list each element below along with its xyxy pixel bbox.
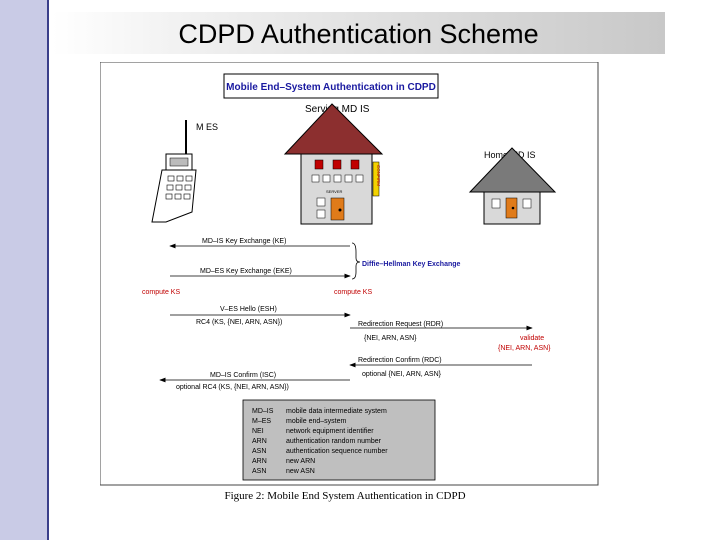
legend-desc: authentication random number [286,438,382,445]
legend-desc: mobile data intermediate system [286,408,387,415]
legend-desc: new ASN [286,468,315,475]
msg-rdr: Redirection Request (RDR) [358,321,443,328]
compute-ks-left: compute KS [142,289,180,296]
serving-mdis-house-icon [283,103,384,225]
validate-payload: {NEI, ARN, ASN} [498,345,551,352]
confirm-tag: CONFIRM [376,165,381,186]
msg-esh-payload: RC4 (KS, {NEI, ARN, ASN}) [196,319,282,326]
msg-isc: MD–IS Confirm (ISC) [210,372,276,379]
dh-label: Diffie–Hellman Key Exchange [362,261,461,268]
server-tag: SERVER [326,189,342,194]
legend: MD–IS mobile data intermediate system M–… [252,408,388,475]
legend-abbr: ASN [252,448,266,455]
title-band [52,12,665,54]
msg-rdc-payload: optional {NEI, ARN, ASN} [362,371,442,378]
left-accent-bar [0,0,47,540]
compute-ks-right: compute KS [334,289,372,296]
dh-brace [351,242,361,280]
legend-abbr: ARN [252,458,267,465]
msg-rdr-payload: {NEI, ARN, ASN} [364,335,417,342]
msg-rdc: Redirection Confirm (RDC) [358,357,442,364]
slide-title: CDPD Authentication Scheme [178,19,539,49]
legend-abbr: NEI [252,428,264,435]
validate-label: validate [520,335,544,342]
home-mdis-house-icon [468,147,557,225]
figure-header: Mobile End–System Authentication in CDPD [226,82,436,93]
msg-isc-payload: optional RC4 (KS, {NEI, ARN, ASN}) [176,384,289,391]
legend-desc: network equipment identifier [286,428,374,435]
legend-abbr: ARN [252,438,267,445]
mes-label: M ES [196,122,218,132]
legend-abbr: M–ES [252,418,271,425]
mobile-phone-icon [151,120,197,223]
authentication-diagram: Mobile End–System Authentication in CDPD… [99,61,600,492]
figure-header-box [223,73,439,99]
left-accent-line [47,0,49,540]
legend-abbr: ASN [252,468,266,475]
legend-desc: new ARN [286,458,315,465]
legend-box [242,399,436,481]
legend-desc: mobile end–system [286,418,346,425]
legend-desc: authentication sequence number [286,448,388,455]
figure-caption: Figure 2: Mobile End System Authenticati… [224,490,466,502]
msg-es-key-exchange: MD–ES Key Exchange (EKE) [200,268,292,275]
legend-abbr: MD–IS [252,408,274,415]
msg-key-exchange: MD–IS Key Exchange (KE) [202,238,286,245]
msg-esh: V–ES Hello (ESH) [220,306,277,313]
